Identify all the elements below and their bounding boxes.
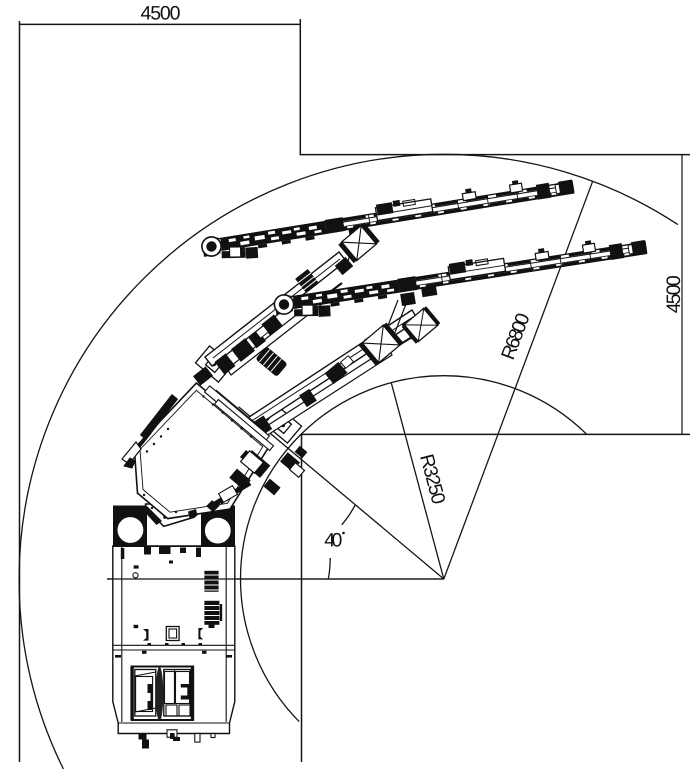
svg-text:4500: 4500	[663, 275, 685, 313]
svg-text:4500: 4500	[141, 3, 181, 25]
svg-text:40: 40	[324, 530, 342, 552]
